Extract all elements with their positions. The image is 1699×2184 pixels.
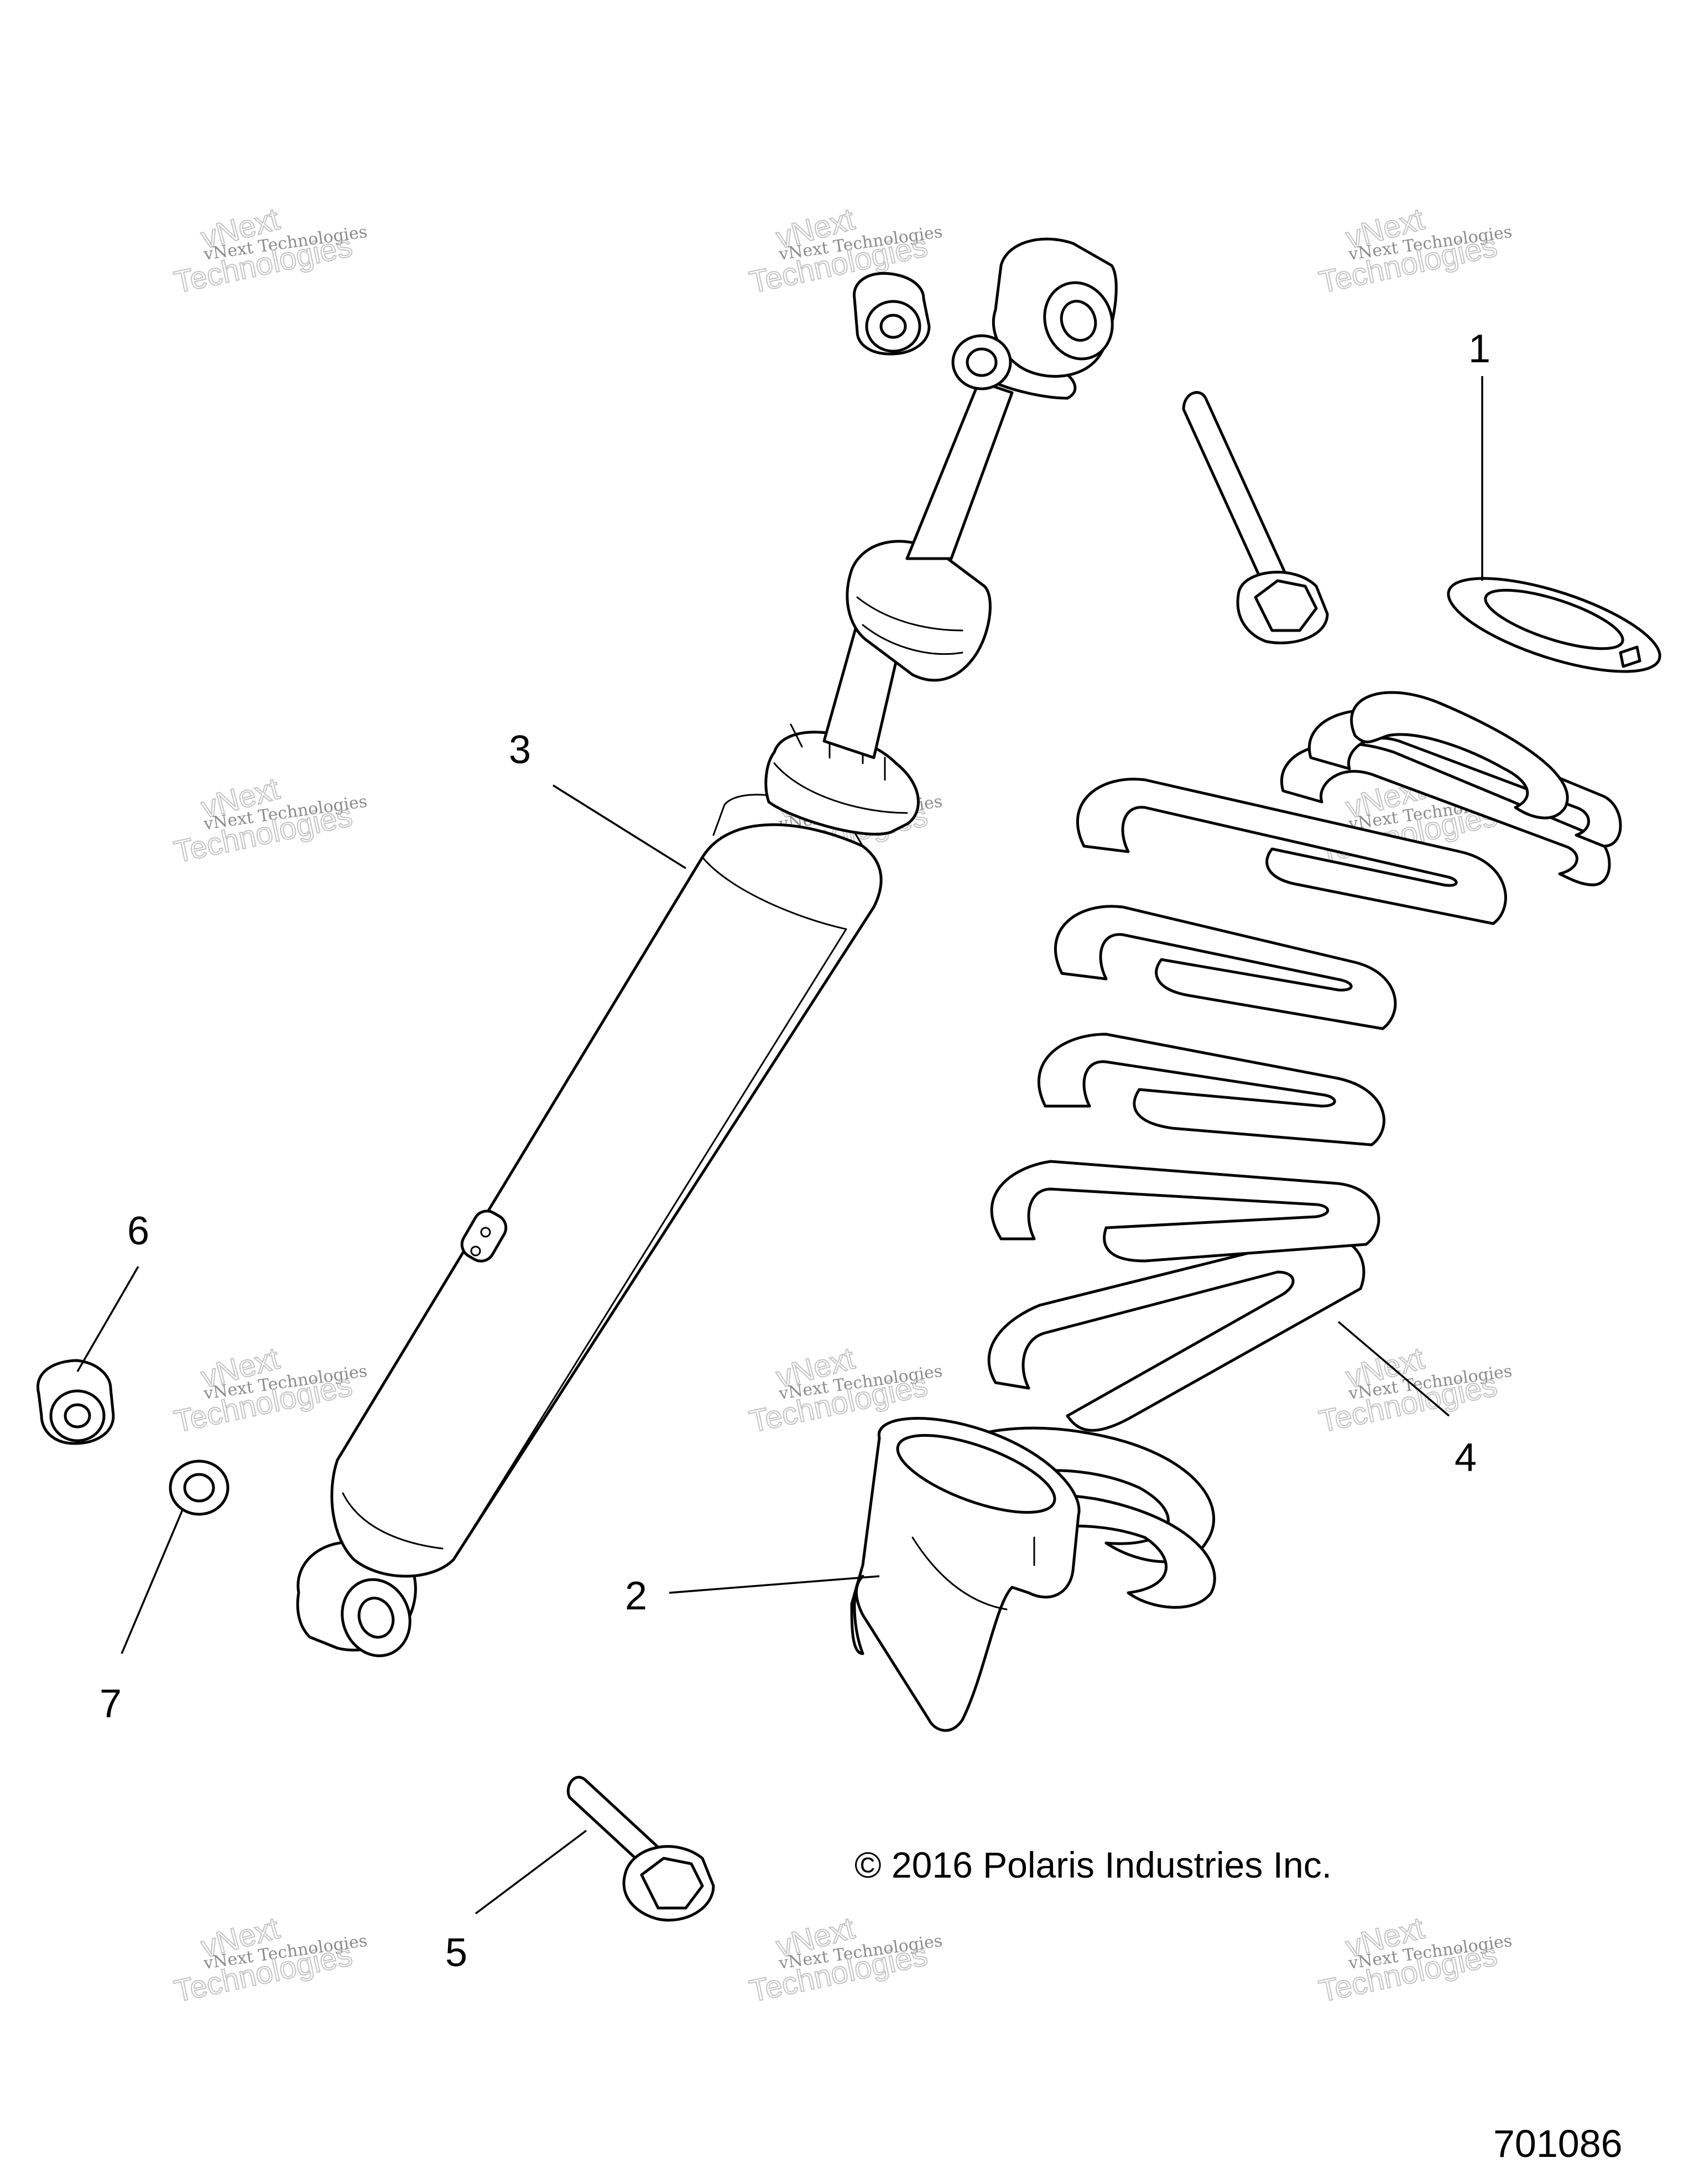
callout-labels: 1 2 3 4 5 6 7 [100,327,1490,1975]
callout-4: 4 [1455,1436,1477,1480]
shock-absorber [296,237,1118,1657]
callout-6: 6 [127,1209,149,1253]
upper-nut [852,272,931,356]
lower-washer [169,1460,230,1516]
upper-washer [951,334,1012,390]
lower-spring-retainer [850,1417,1081,1732]
leader-lines [76,376,1483,1915]
callout-5: 5 [445,1931,467,1975]
upper-spring-retainer [1447,577,1661,673]
lower-nut [37,1359,115,1445]
figure-number: 701086 [1493,2122,1623,2165]
callout-2: 2 [625,1574,647,1618]
callout-1: 1 [1468,327,1490,371]
callout-3: 3 [509,728,531,772]
copyright-notice: © 2016 Polaris Industries Inc. [854,1844,1332,1885]
callout-7: 7 [100,1682,122,1726]
upper-bolt [1182,391,1329,645]
lower-bolt [566,1776,715,1922]
